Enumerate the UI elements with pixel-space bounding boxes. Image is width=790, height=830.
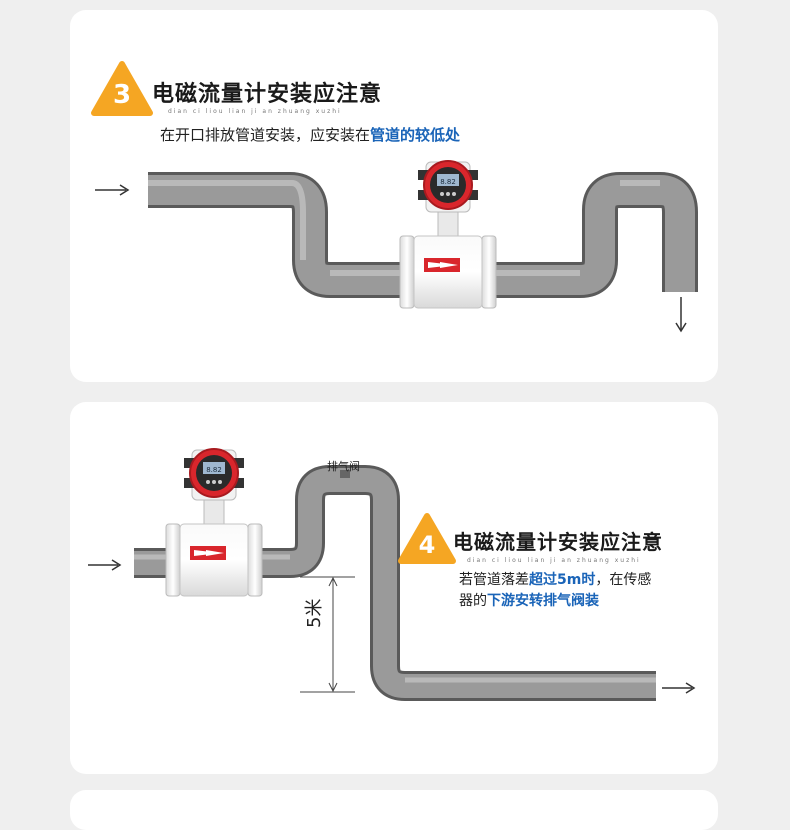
section3-note-highlight: 管道的较低处 [370,126,461,144]
section4-display-reading: 8.82 [206,466,222,474]
flow-arrow-icon [662,682,696,694]
section4-pinyin: dian ci liou lian ji an zhuang xuzhi [467,557,641,564]
section4-note-line1-tail: ，在传感 [595,572,652,588]
section3-display-reading: 8.82 [440,178,456,186]
section3-title: 电磁流量计安装应注意 [152,82,383,107]
flow-arrow-icon [88,559,122,571]
section4-note-line1-plain: 若管道落差 [459,572,529,588]
section3-note-plain: 在开口排放管道安装，应安装在 [160,126,371,144]
vent-valve-label: 排气阀 [327,460,360,473]
flow-arrow-icon [675,297,687,333]
section4-title: 电磁流量计安装应注意 [453,530,663,554]
section3-badge-number: 3 [112,80,132,110]
section4-note-line1-highlight: 超过5m时 [529,572,596,588]
section4-note-line1: 若管道落差超过5m时，在传感 [459,569,651,591]
drop-label: 5米 [304,598,325,628]
section4-badge-number: 4 [418,531,436,559]
section4-note-line2: 器的下游安转排气阀装 [459,590,599,612]
diagram-canvas [88,61,698,701]
section4-note-line2-highlight: 下游安转排气阀装 [487,593,599,609]
section5-card-partial [70,790,718,830]
flow-arrow-icon [95,184,130,196]
drop-dimension [300,576,355,693]
vent-valve [340,470,350,478]
section3-note: 在开口排放管道安装，应安装在管道的较低处 [160,124,460,146]
section3-badge [91,61,153,116]
section4-note-line2-plain: 器的 [459,593,487,609]
section4-badge [398,513,456,564]
section3-pinyin: dian ci liou lian ji an zhuang xuzhi [168,108,342,115]
